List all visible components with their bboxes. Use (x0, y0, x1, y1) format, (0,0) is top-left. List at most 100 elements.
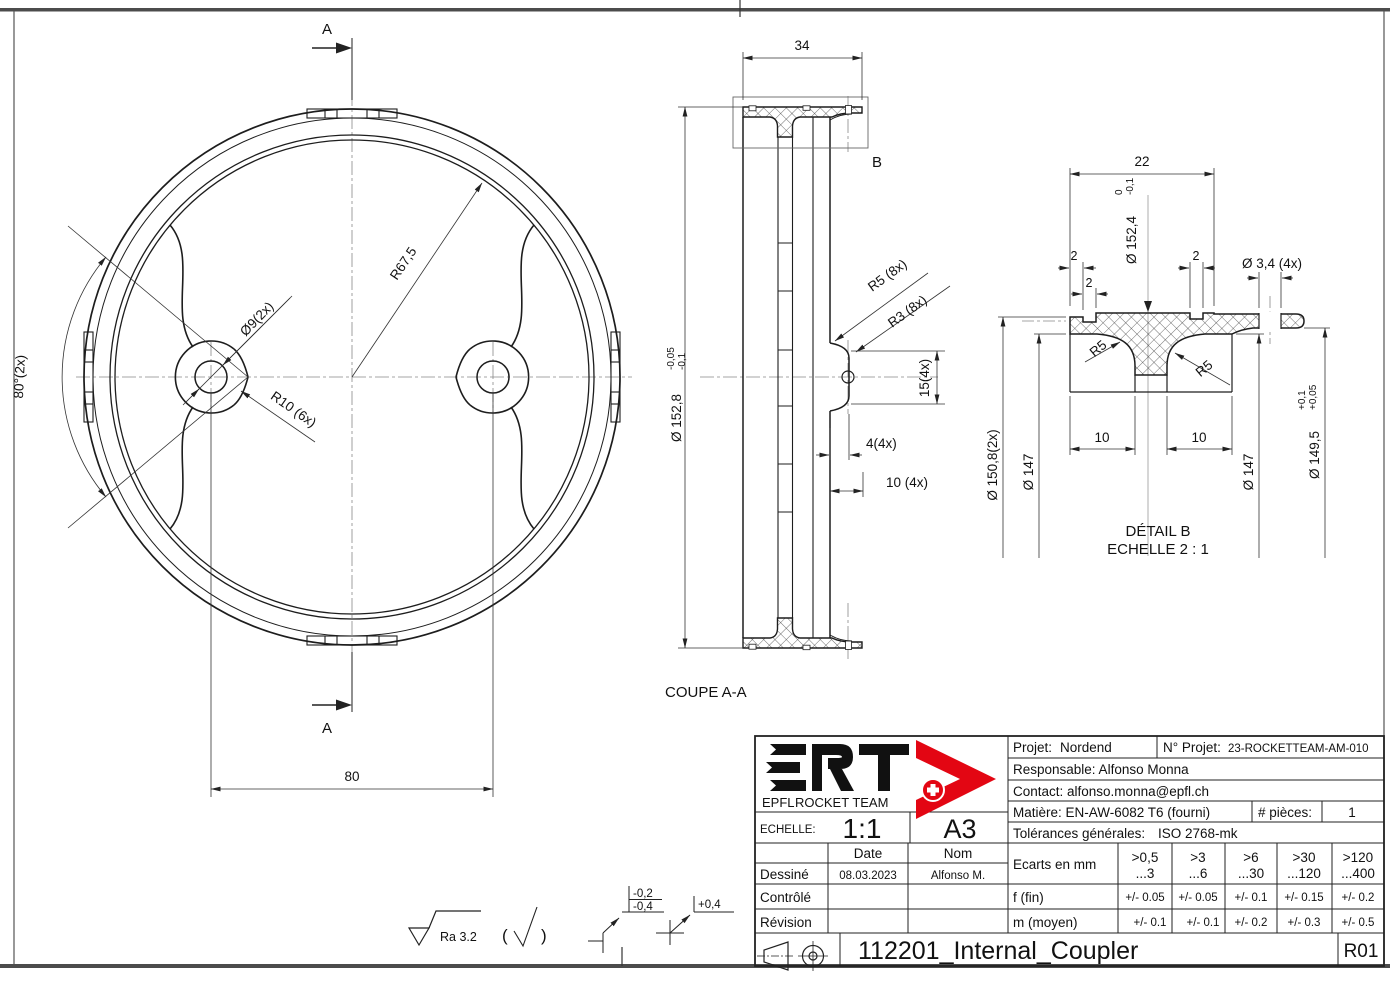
edge-minus-lower: -0,4 (633, 901, 653, 913)
ecarts-col-top: >30 (1293, 850, 1316, 865)
rim-tab (306, 108, 398, 119)
scale-value: 1:1 (843, 813, 882, 844)
dim-boss-depth-10: 10 (4x) (886, 475, 928, 490)
dim-r3-8x: R3 (8x) (885, 292, 930, 330)
detail-view: 22 2 2 2 Ø 152,4 0 -0,1 Ø 3,4 (4x) R5 R5… (985, 154, 1330, 558)
part-name: 112201_Internal_Coupler (858, 937, 1138, 965)
dessine-label: Dessiné (760, 867, 809, 882)
rim-tab (306, 635, 398, 646)
dim-dia-152-8: Ø 152,8 -0,05 -0,1 (666, 347, 688, 442)
m-row-values: +/- 0.1 +/- 0.1 +/- 0.2 +/- 0.3 +/- 0.5 (1134, 917, 1375, 929)
f-value: +/- 0.05 (1178, 892, 1217, 904)
pocket-rim-circle-outer (109, 134, 595, 620)
revision-value: R01 (1344, 941, 1379, 962)
dessine-nom: Alfonso M. (931, 870, 985, 882)
ecarts-col-top: >120 (1343, 850, 1373, 865)
date-header: Date (854, 846, 883, 861)
dim-hole-3-4: Ø 3,4 (4x) (1242, 256, 1302, 271)
dim-angle-80: 80°(2x) (11, 355, 28, 399)
ert-letters (766, 744, 909, 791)
controle-label: Contrôlé (760, 890, 811, 905)
ecarts-col-top: >0,5 (1132, 850, 1159, 865)
detail-b-label: B (872, 154, 882, 171)
bolt-hole-left (194, 360, 228, 394)
edge-minus-upper: -0,2 (633, 888, 653, 900)
section-arrow-glyph-top (336, 42, 352, 54)
rim-tab (83, 331, 94, 423)
logo-team-text: ROCKET TEAM (795, 795, 888, 810)
section-view: B 34 Ø 152,8 -0,05 -0,1 R5 (8x) R3 (8x) … (665, 38, 951, 701)
front-centerlines (76, 92, 632, 664)
m-value: +/- 0.5 (1342, 917, 1375, 929)
dim-step-left-2: 2 (1071, 249, 1078, 263)
responsable-row: Responsable: Alfonso Monna (1013, 762, 1189, 777)
edge-plus-value: +0,4 (698, 899, 721, 911)
dim-dia-149-5-tol-lo: +0,05 (1308, 384, 1319, 410)
dim-fillet-r10: R10 (6x) (268, 388, 319, 430)
dim-dia-149-5-tol-up: +0,1 (1297, 390, 1308, 410)
section-cut-arrows: A A (312, 21, 353, 737)
section-title: COUPE A-A (665, 684, 747, 701)
dim-hole-dia9: Ø9(2x) (237, 299, 276, 339)
roughness-symbol (407, 910, 481, 947)
paren-right: ) (541, 926, 547, 945)
pieces-label: # pièces: (1258, 805, 1312, 820)
dim-dia-150-8: Ø 150,8(2x) (985, 429, 1000, 500)
detail-pocket-walls (1069, 334, 1233, 393)
detail-dimensions (998, 168, 1330, 558)
m-value: +/- 0.1 (1134, 917, 1167, 929)
frame-top-border (0, 8, 1390, 12)
dim-groove-2: 2 (1086, 276, 1093, 290)
nproj-label: N° Projet: (1163, 740, 1221, 755)
ecarts-col-bottom: ...120 (1287, 866, 1321, 881)
f-row-values: +/- 0.05 +/- 0.05 +/- 0.1 +/- 0.15 +/- 0… (1125, 892, 1374, 904)
ecarts-col-top: >3 (1190, 850, 1205, 865)
f-value: +/- 0.05 (1125, 892, 1164, 904)
ecarts-col-bottom: ...6 (1189, 866, 1208, 881)
dim-dia-152-8-tol-lo: -0,1 (677, 352, 688, 370)
ecarts-columns: >0,5 ...3 >3 ...6 >6 ...30 >30 ...120 >1… (1132, 850, 1375, 881)
m-value: +/- 0.3 (1288, 917, 1321, 929)
bolt-hole-right (476, 360, 510, 394)
web-cutout-profile (169, 224, 535, 530)
m-value: +/- 0.1 (1187, 917, 1220, 929)
dim-step-right-2: 2 (1193, 249, 1200, 263)
lip-fillet-top (829, 113, 853, 121)
ecarts-col-bottom: ...400 (1341, 866, 1375, 881)
scale-label: ECHELLE: (760, 824, 816, 836)
section-label-a-bottom: A (322, 720, 332, 737)
ecarts-col-bottom: ...30 (1238, 866, 1264, 881)
dim-boss-width-4: 4(4x) (866, 436, 897, 451)
ecarts-col-bottom: ...3 (1136, 866, 1155, 881)
rim-tab (610, 331, 621, 423)
boss-hole (841, 370, 855, 384)
web-segment-edges (778, 242, 793, 513)
edge-symbol-plus: +0,4 (656, 896, 734, 945)
dim-pocket-10-right: 10 (1191, 430, 1206, 445)
lip-fillet-bottom (829, 634, 853, 642)
pieces-value: 1 (1348, 805, 1356, 820)
pocket-rim-circle-inner (114, 139, 590, 615)
ecarts-col-top: >6 (1243, 850, 1258, 865)
rim-tabs (83, 108, 621, 646)
detail-hole-gap (1259, 311, 1281, 330)
section-centerlines (700, 96, 938, 659)
title-block-grid (754, 735, 1385, 967)
dim-width-22: 22 (1134, 154, 1149, 169)
dim-dia-152-4: Ø 152,4 0 -0,1 (1114, 177, 1139, 264)
f-value: +/- 0.1 (1235, 892, 1268, 904)
nproj-value: 23-ROCKETTEAM-AM-010 (1228, 743, 1369, 755)
paren-left: ( (502, 926, 508, 945)
dim-dia-147-left: Ø 147 (1021, 454, 1036, 491)
front-view: A A 80°(2x) R67,5 Ø9(2x) R10 (6x) 80 (11, 21, 632, 797)
dim-dia-152-4-tol-lo: -0,1 (1125, 177, 1136, 195)
tolerances-label: Tolérances générales: (1013, 826, 1145, 841)
section-dimensions (678, 52, 951, 649)
dim-r5-right: R5 (1193, 357, 1216, 380)
dim-dia-152-8-tol-up: -0,05 (666, 347, 677, 370)
top-flange-section (742, 106, 863, 138)
section-label-a-top: A (322, 21, 332, 38)
dim-radius-r67: R67,5 (387, 244, 420, 282)
dim-dia-149-5-value: Ø 149,5 (1307, 431, 1322, 479)
